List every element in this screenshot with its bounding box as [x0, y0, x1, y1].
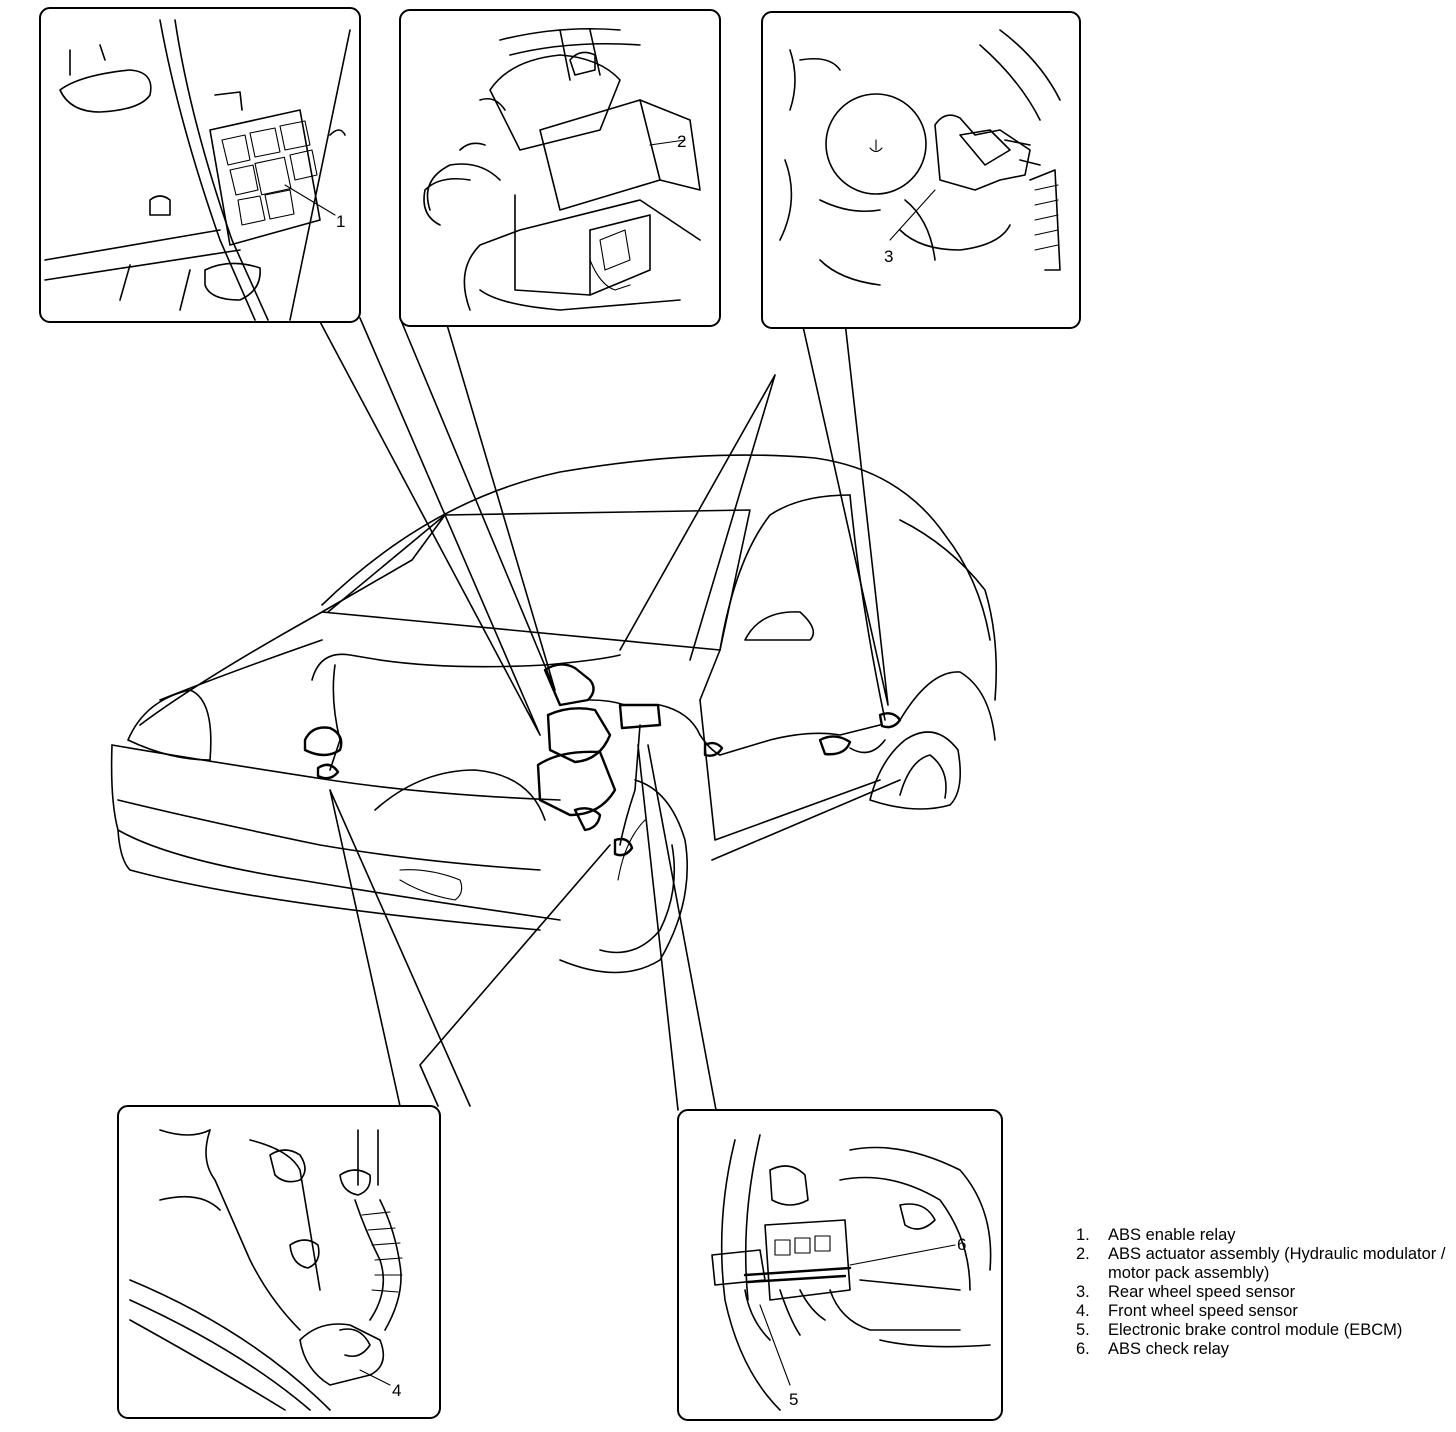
abs-wiring-harness: [303, 653, 902, 857]
inset-abs-enable-relay: 1: [39, 7, 361, 323]
callout-4: 4: [392, 1381, 401, 1400]
callout-6: 6: [957, 1235, 966, 1254]
callout-1: 1: [336, 212, 345, 231]
legend-item: 6.ABS check relay: [1076, 1340, 1230, 1358]
callout-5: 5: [789, 1390, 798, 1409]
inset-rear-wheel-speed-sensor: 3: [761, 11, 1081, 329]
component-legend: 1.ABS enable relay 2.ABS actuator assemb…: [1076, 1226, 1446, 1359]
inset-abs-actuator-assembly: 2: [399, 9, 721, 327]
inset-front-wheel-speed-sensor: 4: [117, 1105, 441, 1419]
car-outline: [110, 454, 998, 974]
callout-3: 3: [884, 247, 893, 266]
legend-item: 3.Rear wheel speed sensor: [1076, 1283, 1296, 1301]
legend-item: 4.Front wheel speed sensor: [1076, 1302, 1298, 1320]
inset-ebcm-and-check-relay: 6 5: [677, 1109, 1003, 1421]
legend-item: 2.ABS actuator assembly (Hydraulic modul…: [1076, 1245, 1446, 1282]
legend-item: 5.Electronic brake control module (EBCM): [1076, 1321, 1403, 1339]
callout-2: 2: [677, 132, 686, 151]
legend-item: 1.ABS enable relay: [1076, 1226, 1236, 1244]
leader-lines: [317, 317, 889, 1111]
